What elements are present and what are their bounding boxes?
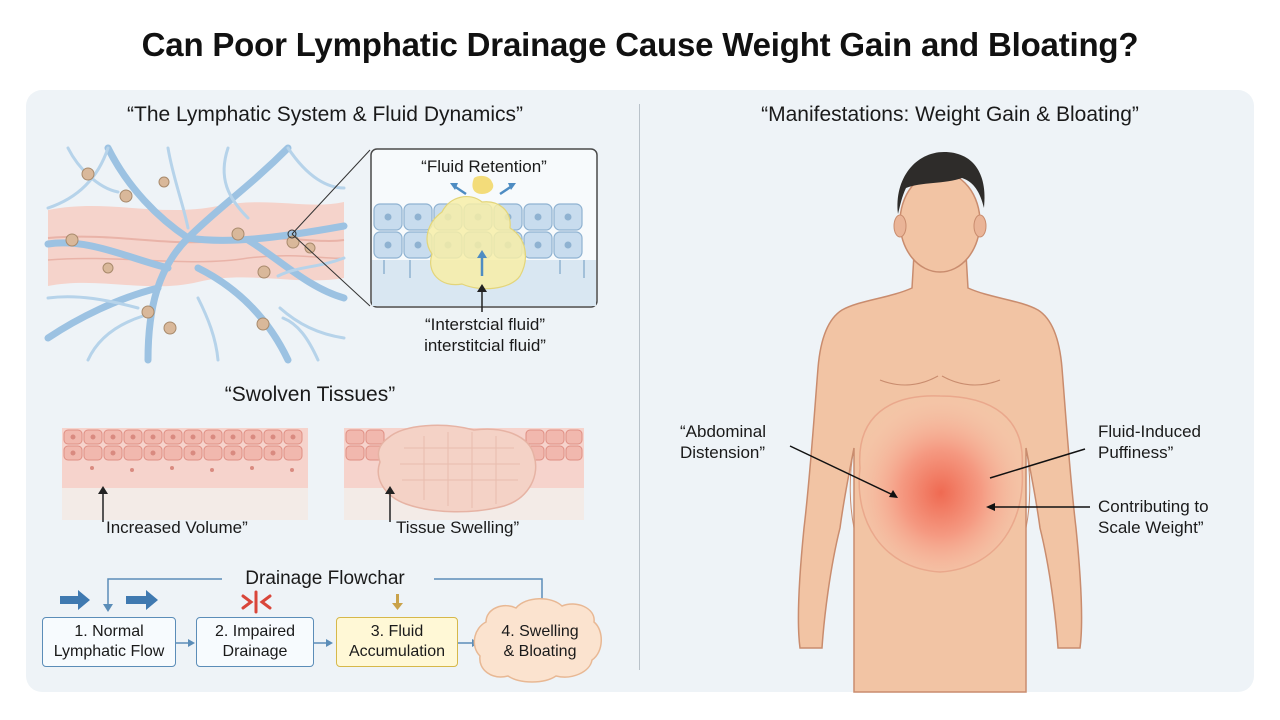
flowchart-step-swelling-bloating: 4. Swelling & Bloating [484, 617, 596, 667]
flowchart-step-1-line-2: Lymphatic Flow [53, 643, 165, 660]
lymphatic-network-illustration [44, 144, 348, 364]
fluid-retention-inset [370, 148, 598, 308]
manifestations-heading: “Manifestations: Weight Gain & Bloating” [761, 103, 1139, 126]
page-title: Can Poor Lymphatic Drainage Cause Weight… [141, 26, 1139, 63]
interstitial-fluid-label-1: “Interstcial fluid” [425, 315, 545, 334]
flowchart-step-3-line-2: Accumulation [348, 643, 446, 660]
flowchart-step-4-line-1: 4. Swelling [501, 623, 579, 640]
human-torso-illustration [797, 152, 1083, 693]
scale-weight-label-1: Contributing to [1098, 497, 1209, 516]
flowchart-step-2-line-1: 2. Impaired [214, 623, 296, 640]
fluid-retention-label: “Fluid Retention” [421, 157, 547, 176]
panel-divider [639, 104, 640, 670]
flowchart-step-2-line-2: Drainage [222, 643, 288, 660]
flowchart-title: Drainage Flowchar [245, 568, 405, 589]
abdominal-distension-label-1: “Abdominal [680, 422, 766, 441]
increased-volume-pointer [98, 486, 108, 522]
fluid-puffiness-label-2: Puffiness” [1098, 443, 1174, 462]
tissue-swelling-pointer [385, 486, 395, 522]
normal-tissue-illustration [62, 428, 308, 520]
tissue-swelling-label: Tissue Swelling” [396, 518, 520, 537]
swollen-tissues-heading: “Swolven Tissues” [224, 383, 396, 406]
swollen-tissue-illustration [344, 424, 584, 520]
interstitial-fluid-label-2: interstitcial fluid” [424, 336, 546, 355]
abdominal-distension-label-2: Distension” [680, 443, 766, 462]
flowchart-step-4-line-2: & Bloating [503, 643, 577, 660]
lymphatic-system-heading: “The Lymphatic System & Fluid Dynamics” [127, 103, 523, 126]
flowchart-step-3-line-1: 3. Fluid [370, 623, 424, 640]
flowchart-step-1-line-1: 1. Normal [74, 623, 144, 640]
fluid-puffiness-label-1: Fluid-Induced [1098, 422, 1202, 441]
increased-volume-label: Increased Volume” [106, 518, 248, 537]
scale-weight-label-2: Scale Weight” [1098, 518, 1204, 537]
interstitial-pointer-arrow [477, 284, 487, 312]
